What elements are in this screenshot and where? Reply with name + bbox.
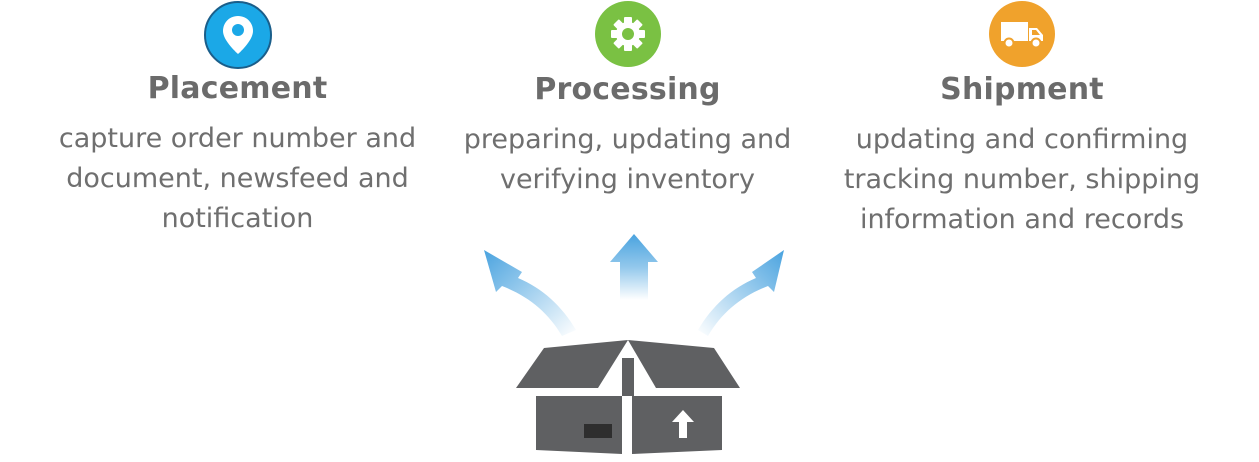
step-title: Shipment: [940, 72, 1104, 107]
step-placement: Placement capture order number and docum…: [40, 0, 435, 239]
description-line: capture order number and: [58, 123, 417, 154]
gear-icon: [594, 1, 661, 67]
description-line: updating and confirming: [855, 124, 1189, 155]
description-line: notification: [161, 203, 314, 234]
description-line: tracking number, shipping: [843, 164, 1201, 195]
description-line: preparing, updating and: [463, 124, 792, 155]
truck-icon: [989, 1, 1055, 67]
description-line: information and records: [859, 204, 1185, 235]
step-shipment: Shipment updating and confirming trackin…: [832, 0, 1212, 240]
step-processing: Processing preparing, updating and verif…: [445, 0, 810, 200]
arrow-up-icon: [610, 234, 658, 300]
open-box-icon: [516, 340, 740, 454]
arrow-up-right-icon: [698, 250, 784, 336]
step-description: capture order number and document, newsf…: [40, 119, 435, 239]
open-box-illustration: [484, 234, 784, 454]
step-description: updating and confirming tracking number,…: [832, 120, 1212, 240]
map-pin-icon: [203, 1, 272, 69]
description-line: document, newsfeed and: [66, 163, 409, 194]
step-title: Placement: [147, 71, 328, 106]
step-title: Processing: [534, 72, 721, 107]
arrow-up-left-icon: [484, 250, 576, 336]
step-description: preparing, updating and verifying invent…: [445, 120, 810, 200]
description-line: verifying inventory: [499, 164, 756, 195]
